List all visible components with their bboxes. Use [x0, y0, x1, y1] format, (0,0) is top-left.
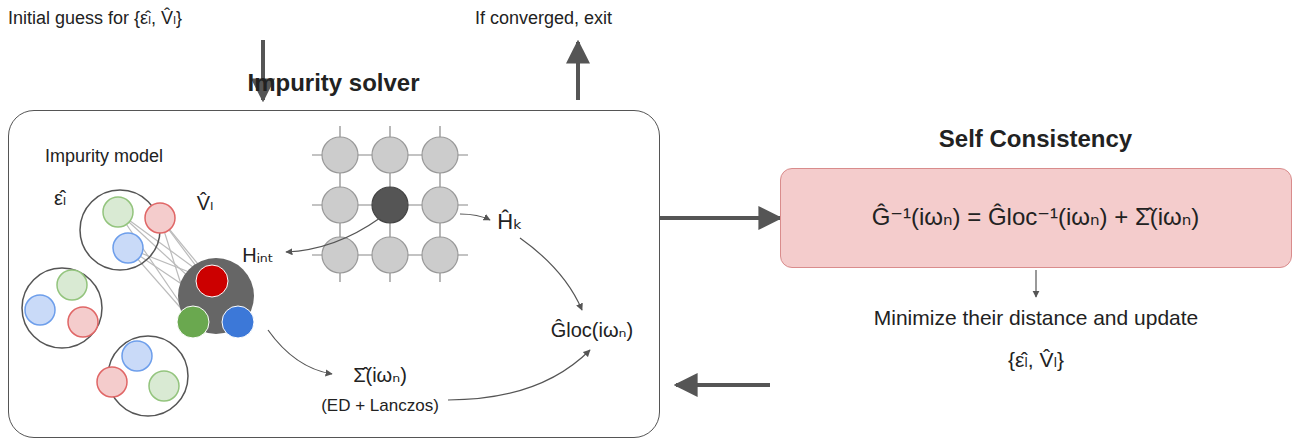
bath-rings: [22, 190, 188, 416]
exit-arrow: [576, 42, 580, 100]
exit-note: If converged, exit: [475, 8, 612, 30]
update-note: Minimize their distance and update: [874, 305, 1199, 330]
input-note: Initial guess for {ε̂ₗ, V̂ₗ}: [8, 8, 182, 30]
flow-curves: [268, 214, 590, 400]
panel-heading: Self Consistency: [939, 125, 1132, 154]
flow-arrow: [660, 216, 780, 220]
math-symbol: Hᵢₙₜ: [242, 243, 273, 267]
panel-heading: Impurity solver: [247, 69, 419, 98]
equation: Ĝ⁻¹(iωₙ) = Ĝloc⁻¹(iωₙ) + Σ̂(iωₙ): [872, 203, 1200, 232]
lattice-bonds: [312, 126, 468, 282]
lattice-sites: [322, 137, 458, 273]
math-symbol: Ĝloc(iωₙ): [551, 318, 633, 342]
impurity-orbitals: [177, 265, 254, 338]
math-symbol: V̂ₗ: [197, 191, 214, 215]
math-symbol: Σ̂(iωₙ): [353, 363, 407, 387]
equation-box: Self ConsistencyĜ⁻¹(iωₙ) = Ĝloc⁻¹(iωₙ) +…: [780, 168, 1292, 268]
math-symbol: Ĥₖ: [497, 209, 522, 235]
math-symbol: ε̂ₗ: [54, 186, 66, 210]
method-note: (ED + Lanczos): [321, 396, 439, 416]
model-caption: Impurity model: [45, 146, 163, 168]
thin-arrow: [1035, 270, 1036, 297]
bath-sites: [25, 197, 179, 401]
update-arrow: [676, 383, 770, 387]
update-note: {ε̂ₗ, V̂ₗ}: [1008, 347, 1064, 372]
